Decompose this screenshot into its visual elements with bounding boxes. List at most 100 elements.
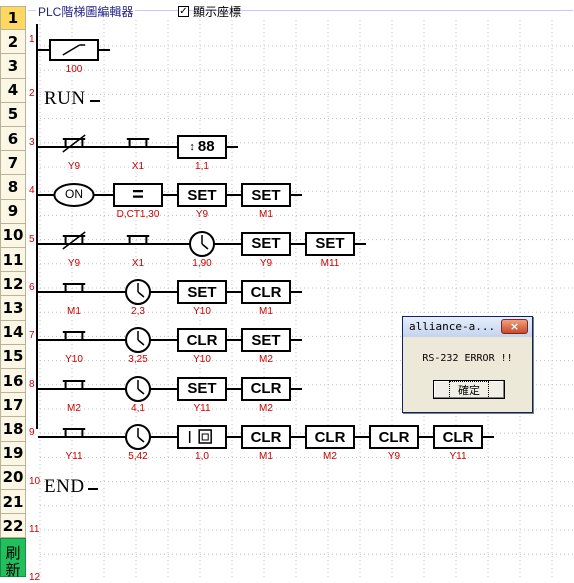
element-label: Y9 bbox=[67, 257, 81, 269]
compare-element[interactable]: = bbox=[110, 182, 166, 208]
contact-no-element[interactable] bbox=[46, 279, 102, 305]
contact-no-element[interactable] bbox=[46, 327, 102, 353]
coil-box: CLR bbox=[369, 425, 419, 450]
row-header[interactable]: 21 bbox=[0, 490, 26, 515]
row-header[interactable]: 9 bbox=[0, 199, 26, 224]
coil-element[interactable]: CLR bbox=[174, 327, 230, 353]
power-rail bbox=[36, 24, 38, 429]
row-header[interactable]: 4 bbox=[0, 78, 26, 103]
coil-element[interactable]: SET bbox=[302, 231, 358, 257]
row-header[interactable]: 11 bbox=[0, 248, 26, 273]
row-header[interactable]: 10 bbox=[0, 223, 26, 248]
compare-box: = bbox=[113, 183, 163, 208]
coil-element[interactable]: CLR bbox=[238, 424, 294, 450]
row-header[interactable]: 22 bbox=[0, 514, 26, 539]
coil-element[interactable]: CLR bbox=[302, 424, 358, 450]
display-element[interactable] bbox=[174, 424, 230, 450]
rung-keyword: END bbox=[44, 475, 85, 497]
element-text: ON bbox=[65, 187, 83, 202]
coil-element[interactable]: CLR bbox=[238, 376, 294, 402]
element-label: X1 bbox=[131, 257, 145, 269]
row-header[interactable]: 1 bbox=[0, 6, 26, 31]
coil-element[interactable]: SET bbox=[174, 279, 230, 305]
rung-keyword: RUN bbox=[44, 88, 86, 110]
row-header[interactable]: 20 bbox=[0, 465, 26, 490]
timer-element[interactable] bbox=[110, 327, 166, 354]
coil-box: SET bbox=[241, 231, 291, 256]
contact-no-element[interactable] bbox=[46, 424, 102, 450]
rung-number: 3 bbox=[29, 136, 35, 148]
coil-element[interactable]: SET bbox=[238, 182, 294, 208]
coil-element[interactable]: SET bbox=[174, 182, 230, 208]
element-label: 4,1 bbox=[131, 402, 145, 414]
dialog-message: RS-232 ERROR !! bbox=[422, 353, 513, 364]
coil-element[interactable]: SET bbox=[174, 376, 230, 402]
rung-number: 9 bbox=[29, 427, 35, 439]
element-label: X1 bbox=[131, 160, 145, 172]
coil-element[interactable]: CLR bbox=[366, 424, 422, 450]
ok-button-label: 確定 bbox=[449, 380, 489, 399]
rung-wire bbox=[38, 291, 302, 293]
row-header[interactable]: 6 bbox=[0, 127, 26, 152]
coil-element[interactable]: SET bbox=[238, 327, 294, 353]
timer-element[interactable] bbox=[110, 424, 166, 451]
element-label: M2 bbox=[323, 451, 337, 463]
on-element[interactable]: ON bbox=[46, 182, 102, 208]
element-label: 1,90 bbox=[192, 257, 212, 269]
element-label: M2 bbox=[67, 402, 81, 414]
row-header[interactable]: 12 bbox=[0, 272, 26, 297]
element-label: 2,3 bbox=[131, 306, 145, 317]
timer-element[interactable] bbox=[174, 230, 230, 257]
switch-element[interactable] bbox=[46, 37, 102, 63]
keyword-wire bbox=[90, 100, 100, 103]
element-label: Y11 bbox=[65, 451, 83, 463]
rung-number: 7 bbox=[29, 330, 35, 342]
counter-element[interactable]: ↕88 bbox=[174, 134, 230, 160]
row-header[interactable]: 8 bbox=[0, 175, 26, 200]
contact-nc-element[interactable] bbox=[46, 134, 102, 160]
coil-box: SET bbox=[241, 328, 291, 353]
keyword-wire bbox=[88, 487, 98, 490]
element-label: Y9 bbox=[195, 209, 209, 221]
element-label: M2 bbox=[259, 354, 273, 366]
row-header[interactable]: 15 bbox=[0, 344, 26, 369]
row-header[interactable]: 13 bbox=[0, 296, 26, 321]
coil-box: CLR bbox=[177, 328, 227, 353]
coil-box: CLR bbox=[305, 425, 355, 450]
dialog-titlebar[interactable]: alliance-a... × bbox=[403, 317, 532, 337]
row-header[interactable]: 19 bbox=[0, 441, 26, 466]
element-label: 1,1 bbox=[195, 160, 209, 172]
timer-element[interactable] bbox=[110, 279, 166, 305]
coil-box: CLR bbox=[241, 425, 291, 450]
contact-no-element[interactable] bbox=[46, 376, 102, 402]
rung-wire bbox=[38, 145, 238, 148]
coil-element[interactable]: CLR bbox=[238, 279, 294, 305]
rung-number: 2 bbox=[29, 88, 35, 100]
element-label: 100 bbox=[65, 64, 83, 75]
element-label: M1 bbox=[259, 306, 273, 317]
row-header[interactable]: 5 bbox=[0, 102, 26, 127]
element-label: 3,25 bbox=[128, 354, 148, 366]
row-header[interactable]: 7 bbox=[0, 151, 26, 176]
contact-no-element[interactable] bbox=[110, 134, 166, 160]
close-button[interactable]: × bbox=[501, 319, 528, 334]
coil-element[interactable]: CLR bbox=[430, 424, 486, 450]
show-coords-checkbox[interactable]: ✓ bbox=[178, 6, 189, 17]
row-header[interactable]: 3 bbox=[0, 54, 26, 79]
element-label: Y10 bbox=[65, 354, 83, 366]
contact-nc-element[interactable] bbox=[46, 230, 102, 257]
refresh-button[interactable]: 刷新 bbox=[0, 538, 26, 579]
row-header[interactable]: 17 bbox=[0, 393, 26, 418]
error-dialog: alliance-a... × RS-232 ERROR !! 確定 bbox=[402, 316, 533, 413]
coil-element[interactable]: SET bbox=[238, 231, 294, 257]
ok-button[interactable]: 確定 bbox=[433, 380, 505, 399]
row-header[interactable]: 14 bbox=[0, 320, 26, 345]
rung-number: 12 bbox=[29, 572, 41, 583]
row-header[interactable]: 18 bbox=[0, 417, 26, 442]
row-header[interactable]: 2 bbox=[0, 30, 26, 55]
element-label: D,CT1,30 bbox=[116, 209, 160, 221]
timer-element[interactable] bbox=[110, 375, 166, 402]
element-label: M11 bbox=[320, 257, 340, 269]
contact-no-element[interactable] bbox=[110, 231, 166, 257]
row-header[interactable]: 16 bbox=[0, 369, 26, 394]
